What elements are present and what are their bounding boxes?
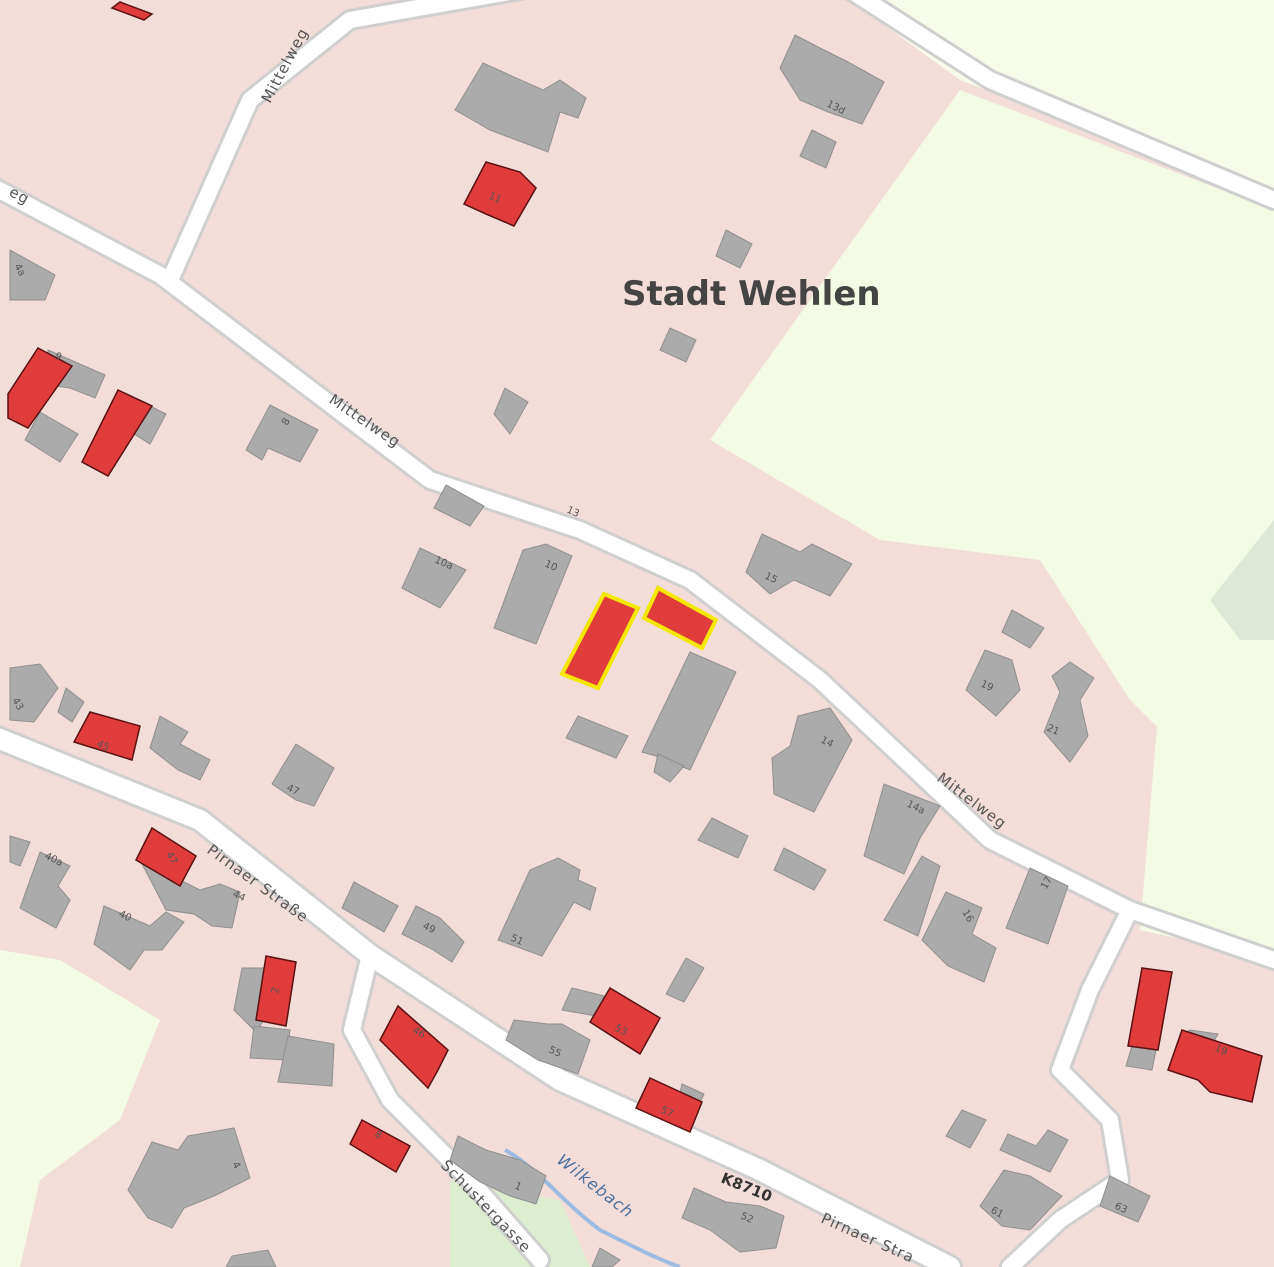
house-number: 9: [53, 351, 64, 364]
highlighted-buildings[interactable]: [7, 1, 1263, 1174]
building[interactable]: [433, 484, 485, 527]
building[interactable]: [454, 62, 587, 153]
highlighted-building-46[interactable]: [379, 1004, 449, 1090]
building-40[interactable]: [93, 905, 185, 971]
house-number: 4a: [11, 262, 27, 278]
selected-building-2[interactable]: [641, 585, 719, 651]
highlighted-building-57[interactable]: [634, 1077, 703, 1134]
building[interactable]: [565, 715, 629, 759]
building[interactable]: [715, 229, 753, 269]
building-10[interactable]: [493, 543, 573, 645]
highlighted-building[interactable]: [81, 389, 154, 477]
highlighted-building-9[interactable]: [7, 347, 74, 429]
building[interactable]: [24, 411, 79, 463]
building-49[interactable]: [401, 905, 465, 963]
house-number: 1: [513, 1181, 523, 1194]
selected-buildings[interactable]: [559, 585, 719, 691]
building-15[interactable]: [745, 533, 853, 597]
house-number: 49: [421, 921, 437, 936]
building[interactable]: [945, 1109, 987, 1149]
building-14[interactable]: [771, 707, 853, 813]
building-52[interactable]: [681, 1187, 785, 1253]
place-label: Stadt Wehlen: [622, 274, 881, 314]
selected-building-1[interactable]: [559, 591, 641, 691]
building-51[interactable]: [497, 857, 597, 957]
building[interactable]: [883, 855, 941, 937]
building-19[interactable]: [965, 649, 1021, 717]
building-17[interactable]: [1005, 867, 1069, 945]
house-number: 8: [280, 416, 293, 427]
house-number: 14: [819, 735, 835, 750]
highlighted-building-19[interactable]: [1167, 1029, 1263, 1103]
building-4a[interactable]: [9, 249, 56, 301]
house-number: 57: [659, 1105, 675, 1120]
house-number: 13: [565, 505, 581, 520]
building[interactable]: [799, 129, 837, 169]
highlighted-building-45[interactable]: [72, 711, 141, 761]
house-number: 4: [229, 1160, 242, 1171]
building-61[interactable]: [979, 1169, 1063, 1231]
building[interactable]: [9, 835, 31, 867]
building-10a[interactable]: [401, 547, 467, 609]
building-47[interactable]: [271, 743, 335, 807]
house-number: 2: [270, 986, 282, 994]
house-number: 53: [613, 1023, 629, 1038]
house-number: 19: [979, 679, 995, 694]
house-number: 45: [95, 739, 111, 754]
building[interactable]: [1001, 609, 1045, 649]
highlighted-building[interactable]: [1127, 967, 1173, 1051]
building-4[interactable]: [127, 1127, 251, 1229]
house-number: 55: [547, 1045, 563, 1060]
highlighted-building-11[interactable]: [462, 161, 537, 227]
building[interactable]: [341, 881, 399, 933]
building[interactable]: [493, 387, 529, 435]
building[interactable]: [149, 715, 211, 781]
highlighted-building-53[interactable]: [588, 986, 662, 1056]
building[interactable]: [277, 1035, 335, 1087]
building[interactable]: [773, 847, 827, 891]
highlighted-building-2[interactable]: [255, 955, 297, 1027]
building-14a[interactable]: [863, 783, 941, 875]
building-63[interactable]: [1099, 1175, 1151, 1223]
building[interactable]: [591, 1247, 621, 1267]
building[interactable]: [697, 817, 749, 859]
building[interactable]: [225, 1249, 277, 1267]
meadow-area-east: [710, 0, 1274, 960]
building-13d[interactable]: [779, 34, 885, 125]
house-number: 15: [763, 571, 779, 586]
house-number: 8: [373, 1129, 384, 1142]
building-16[interactable]: [921, 891, 997, 983]
building[interactable]: [653, 753, 685, 783]
building-8[interactable]: [245, 404, 319, 463]
wood-area: [1210, 520, 1274, 640]
house-number: 47: [285, 783, 301, 798]
building-21[interactable]: [1043, 661, 1095, 763]
building-40a[interactable]: [19, 851, 71, 929]
highlighted-building-8[interactable]: [349, 1118, 412, 1174]
highlighted-building[interactable]: [110, 1, 154, 21]
house-number: 11: [487, 191, 503, 206]
building[interactable]: [659, 327, 697, 363]
building[interactable]: [57, 687, 85, 723]
house-number: 44: [231, 889, 247, 904]
building[interactable]: [999, 1129, 1069, 1173]
house-number: 21: [1045, 723, 1061, 738]
house-number: 63: [1113, 1201, 1129, 1216]
house-number: 10: [543, 559, 559, 574]
house-number-labels: 13d 11 4a 8 9 13 10 10a 15 19 21 14 14a …: [9, 99, 1229, 1226]
house-number: 51: [509, 933, 525, 948]
meadow-area-southwest: [0, 950, 160, 1267]
highlighted-building-47[interactable]: [135, 826, 197, 888]
house-number: 40: [117, 909, 133, 924]
building-55[interactable]: [505, 1019, 591, 1075]
house-number: 19: [1213, 1043, 1229, 1058]
building-43[interactable]: [9, 663, 59, 723]
house-number: 52: [739, 1211, 755, 1226]
building-1[interactable]: [449, 1135, 547, 1205]
building[interactable]: [665, 957, 705, 1003]
